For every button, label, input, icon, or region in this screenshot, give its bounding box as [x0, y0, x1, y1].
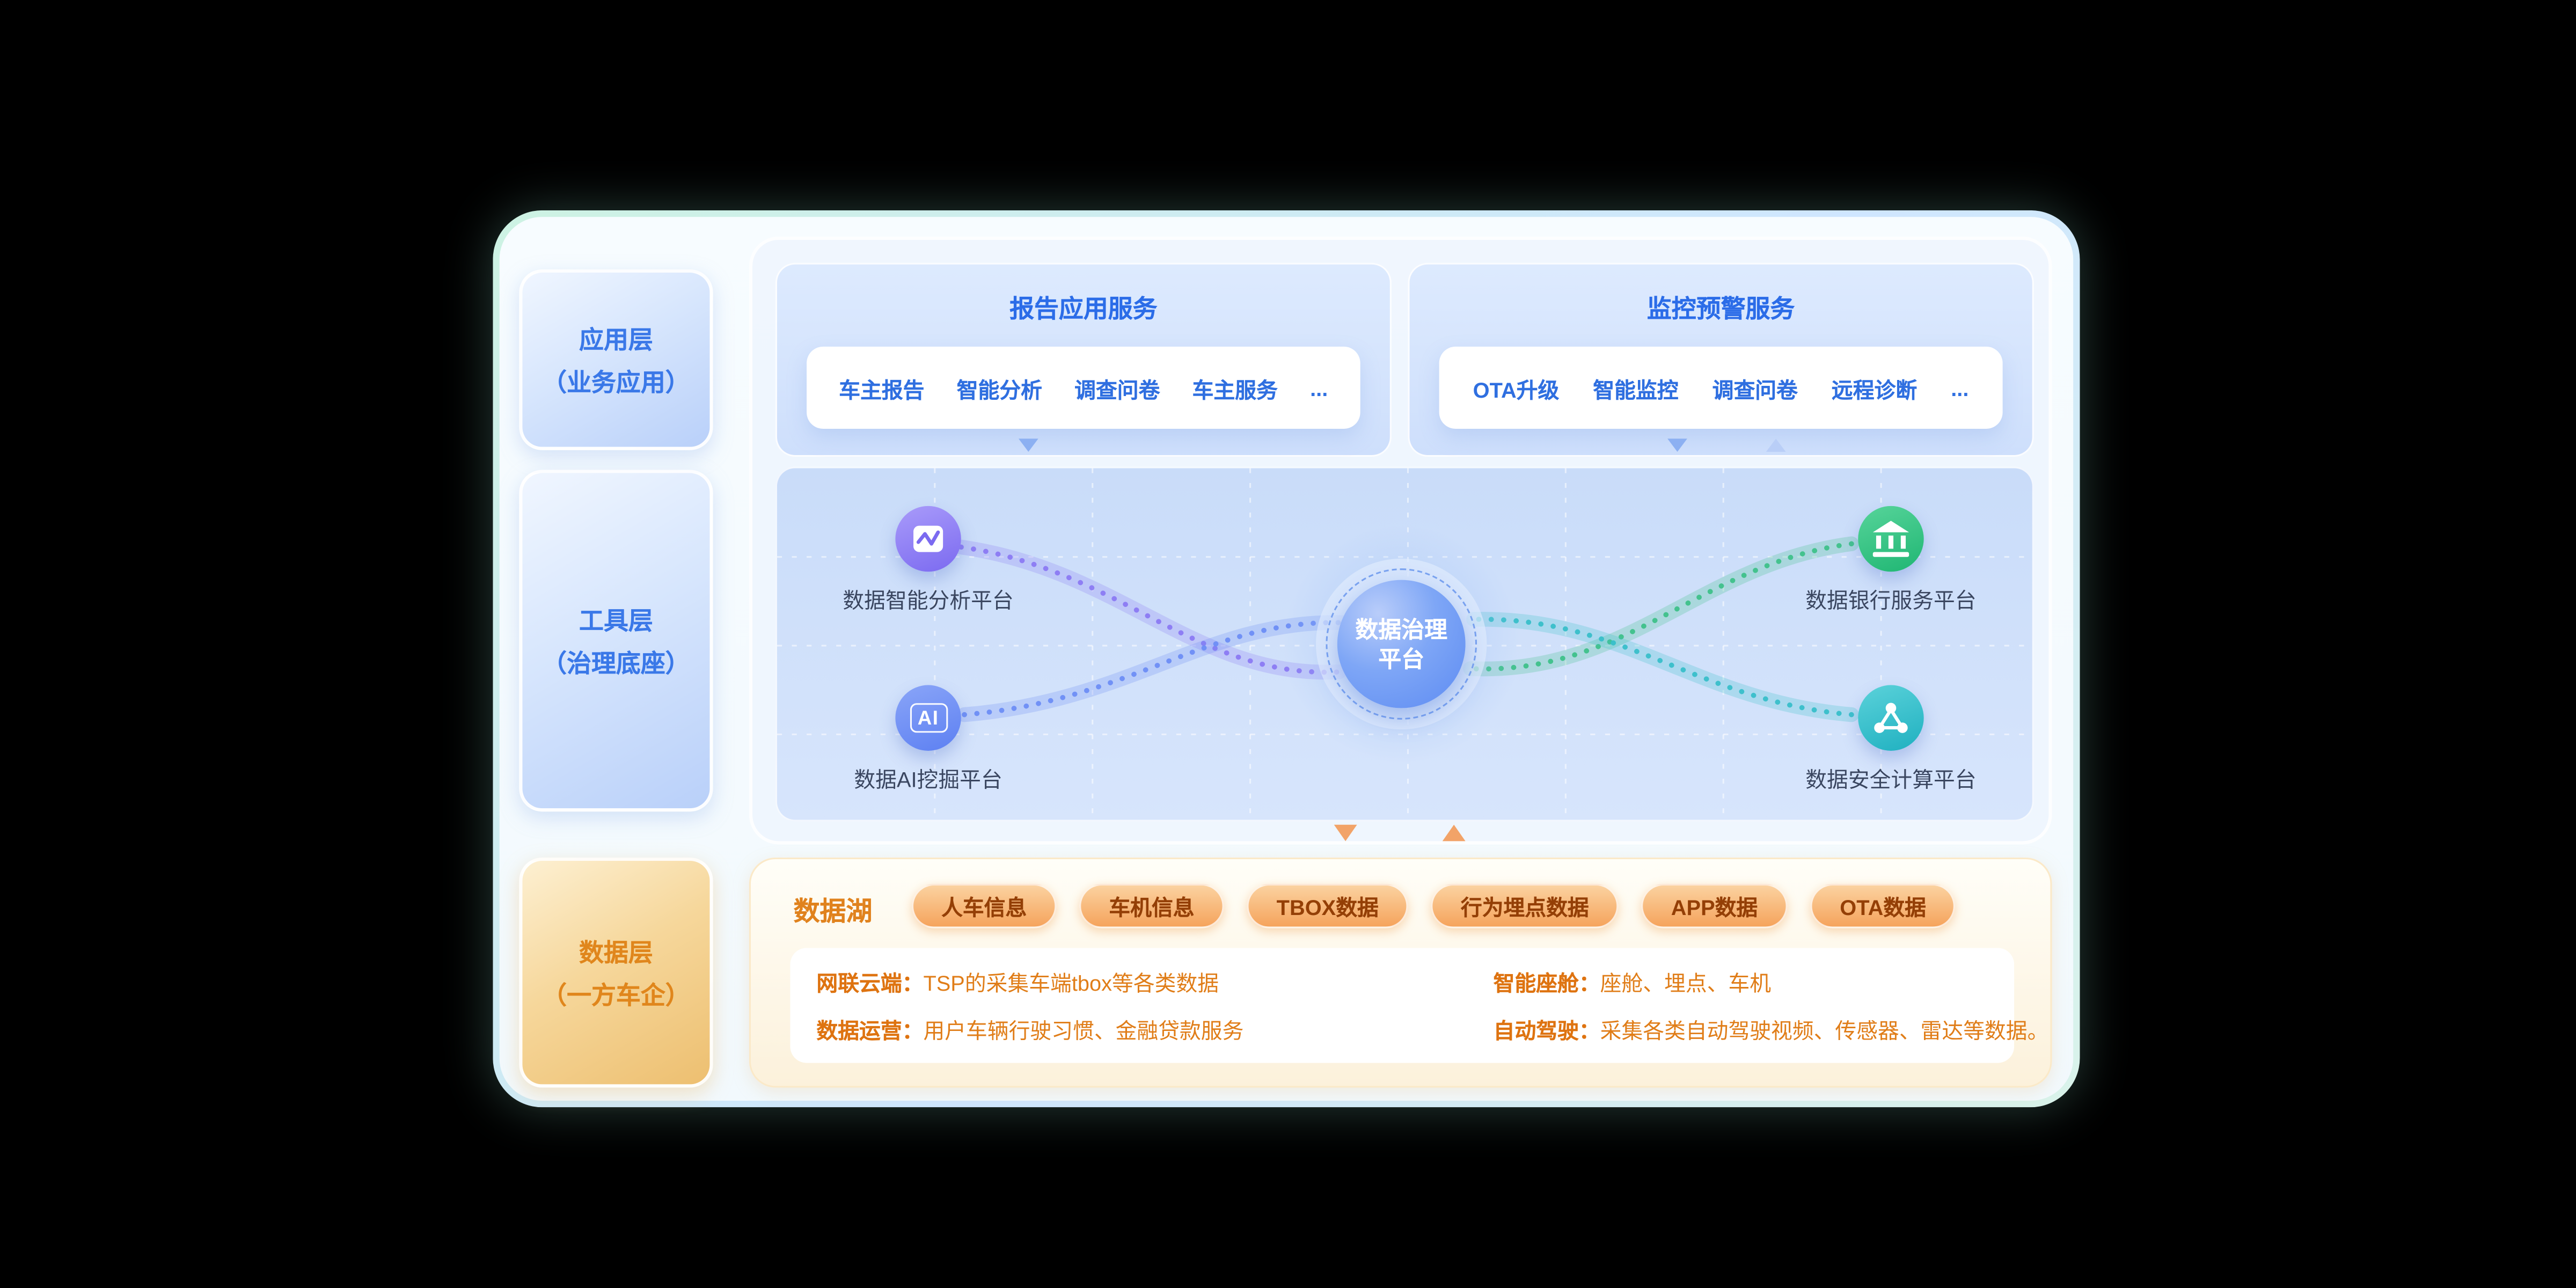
bank-icon [1858, 506, 1924, 572]
governance-center-line1: 数据治理 [1355, 616, 1447, 642]
data-lake-tag: 车机信息 [1079, 883, 1224, 928]
layer-tool-title: 工具层 [579, 607, 653, 635]
monitor-service-title: 监控预警服务 [1646, 296, 1795, 324]
report-service-item-ellipsis: ... [1310, 375, 1328, 400]
report-service-item: 调查问卷 [1074, 377, 1160, 402]
up-arrow-icon [1442, 824, 1466, 841]
platform-network-panel: 数据治理 平台 数据智能分析平台 AI 数据AI挖掘平台 [775, 466, 2034, 822]
layer-box-data: 数据层 （一方车企） [519, 857, 713, 1088]
detail-text: 用户车辆行驶习惯、金融贷款服务 [923, 1018, 1244, 1043]
layer-box-application: 应用层 （业务应用） [519, 269, 713, 450]
data-lake-tag: 行为埋点数据 [1431, 883, 1619, 928]
detail-line: 智能座舱：座舱、埋点、车机 [1494, 966, 1771, 997]
layer-application-title: 应用层 [579, 326, 653, 354]
ai-node-label: 数据AI挖掘平台 [854, 767, 1002, 792]
governance-center-line2: 平台 [1378, 646, 1425, 672]
detail-text: 采集各类自动驾驶视频、传感器、雷达等数据。 [1600, 1018, 2049, 1043]
secure-node-label: 数据安全计算平台 [1805, 767, 1977, 792]
layer-application-subtitle: （业务应用） [542, 369, 690, 397]
bank-node-label: 数据银行服务平台 [1805, 588, 1977, 613]
ai-icon: AI [895, 685, 961, 751]
data-lake-tag: 人车信息 [911, 883, 1057, 928]
detail-line: 网联云端：TSP的采集车端tbox等各类数据 [816, 966, 1219, 997]
center-dashed-ring [1326, 568, 1477, 720]
detail-label: 智能座舱： [1493, 971, 1600, 996]
governance-center-node: 数据治理 平台 [1337, 580, 1466, 708]
report-service-item: 车主报告 [839, 377, 925, 402]
data-lake-tag: TBOX数据 [1247, 883, 1408, 928]
monitor-service-bar: OTA升级 智能监控 调查问卷 远程诊断 ... [1439, 346, 2003, 429]
data-lake-panel: 数据湖 人车信息 车机信息 TBOX数据 行为埋点数据 APP数据 OTA数据 … [749, 857, 2052, 1088]
report-service-item: 车主服务 [1192, 377, 1278, 402]
monitor-service-item: 远程诊断 [1831, 377, 1918, 402]
report-service-title: 报告应用服务 [1009, 296, 1158, 324]
detail-line: 自动驾驶：采集各类自动驾驶视频、传感器、雷达等数据。 [1494, 1014, 2049, 1045]
monitor-service-item: 调查问卷 [1712, 377, 1798, 402]
data-lake-detail-box: 网联云端：TSP的采集车端tbox等各类数据 数据运营：用户车辆行驶习惯、金融贷… [790, 948, 2048, 1063]
analytics-node-label: 数据智能分析平台 [843, 588, 1014, 613]
detail-text: TSP的采集车端tbox等各类数据 [923, 971, 1219, 996]
monitor-service-item: OTA升级 [1473, 377, 1560, 402]
network-nodes-icon [1858, 685, 1924, 751]
detail-line: 数据运营：用户车辆行驶习惯、金融贷款服务 [816, 1014, 1243, 1045]
detail-label: 网联云端： [816, 971, 924, 996]
detail-label: 自动驾驶： [1493, 1018, 1600, 1043]
down-arrow-icon [1018, 438, 1038, 452]
detail-label: 数据运营： [816, 1018, 924, 1043]
data-lake-title: 数据湖 [793, 898, 873, 927]
detail-text: 座舱、埋点、车机 [1600, 971, 1772, 996]
layer-tool-subtitle: （治理底座） [542, 649, 690, 678]
report-service-bar: 车主报告 智能分析 调查问卷 车主服务 ... [807, 346, 1360, 429]
down-arrow-icon [1667, 438, 1687, 452]
monitor-service-panel: 监控预警服务 OTA升级 智能监控 调查问卷 远程诊断 ... [1408, 262, 2034, 457]
data-lake-tags: 人车信息 车机信息 TBOX数据 行为埋点数据 APP数据 OTA数据 [911, 883, 1956, 928]
data-lake-tag: APP数据 [1641, 883, 1788, 928]
data-lake-tag: OTA数据 [1810, 883, 1956, 928]
analytics-icon [895, 506, 961, 572]
report-service-item: 智能分析 [956, 377, 1042, 402]
ai-glyph: AI [909, 703, 947, 733]
layer-box-tool: 工具层 （治理底座） [519, 470, 713, 812]
monitor-service-item: 智能监控 [1593, 377, 1679, 402]
services-backdrop: 报告应用服务 车主报告 智能分析 调查问卷 车主服务 ... 监控预警服务 OT… [749, 236, 2052, 845]
layer-data-title: 数据层 [579, 939, 653, 967]
layer-data-subtitle: （一方车企） [542, 982, 690, 1010]
up-arrow-icon [1766, 438, 1786, 452]
report-service-panel: 报告应用服务 车主报告 智能分析 调查问卷 车主服务 ... [775, 262, 1392, 457]
down-arrow-icon [1334, 824, 1357, 841]
monitor-service-item-ellipsis: ... [1951, 375, 1969, 400]
